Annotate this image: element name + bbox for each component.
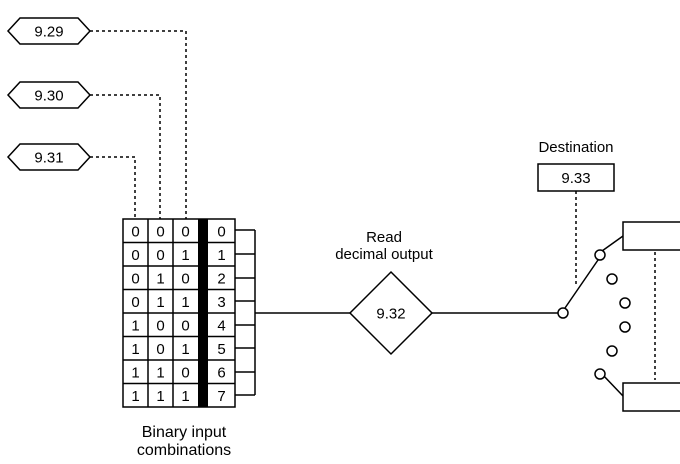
decimal-cell: 0	[217, 224, 225, 241]
input-connector-lines	[90, 30, 187, 219]
bit-cell: 1	[181, 294, 189, 311]
input-tag-9-29: 9.29	[6, 17, 92, 45]
bit-cell: 0	[131, 224, 139, 241]
decimal-cell: 4	[217, 318, 225, 335]
switch-contact	[594, 249, 606, 261]
table-row: 1 0 0 4	[131, 318, 225, 335]
bit-cell: 0	[181, 271, 189, 288]
bit-cell: 0	[131, 247, 139, 264]
bit-cell: 1	[131, 388, 139, 405]
bit-cell: 0	[131, 271, 139, 288]
bit-cell: 0	[156, 224, 164, 241]
bit-cell: 1	[181, 247, 189, 264]
switch-contacts	[557, 249, 631, 380]
table-row: 0 1 1 3	[131, 294, 225, 311]
decimal-cell: 1	[217, 247, 225, 264]
input-tag-9-31: 9.31	[6, 143, 92, 171]
input-tag-label: 9.30	[34, 88, 63, 105]
bit-cell: 0	[156, 341, 164, 358]
table-row: 0 1 0 2	[131, 271, 225, 288]
destination-param: 9.33	[561, 170, 590, 187]
bit-cell: 1	[181, 388, 189, 405]
table-caption-line1: Binary input	[142, 424, 227, 441]
bit-cell: 0	[181, 365, 189, 382]
bit-cell: 1	[156, 388, 164, 405]
read-label-line2: decimal output	[335, 246, 433, 263]
bit-cell: 1	[156, 365, 164, 382]
output-bracket	[235, 229, 256, 396]
switch-contact	[619, 321, 631, 333]
switch-contact	[619, 297, 631, 309]
bit-cell: 0	[181, 224, 189, 241]
table-row: 0 0 1 1	[131, 247, 225, 264]
destination-bar-bottom	[622, 382, 680, 412]
table-row: 1 0 1 5	[131, 341, 225, 358]
output-param: 9.32	[376, 306, 405, 323]
bit-cell: 1	[131, 318, 139, 335]
bit-cell: 0	[181, 318, 189, 335]
decimal-cell: 2	[217, 271, 225, 288]
input-tag-label: 9.31	[34, 150, 63, 167]
read-label-line1: Read	[366, 229, 402, 246]
switch-contact	[606, 345, 618, 357]
decimal-cell: 3	[217, 294, 225, 311]
binary-truth-table: 0 0 0 0 0 0 1 1 0 1 0 2 0 1 1 3 1 0	[122, 218, 236, 408]
selector-switch	[564, 235, 656, 397]
table-row: 1 1 1 7	[131, 388, 225, 405]
bit-cell: 1	[181, 341, 189, 358]
bit-cell: 0	[156, 247, 164, 264]
destination-bars	[622, 221, 680, 412]
bit-cell: 1	[131, 341, 139, 358]
output-diamond: 9.32	[348, 270, 434, 356]
decimal-cell: 5	[217, 341, 225, 358]
bit-cell: 1	[156, 294, 164, 311]
table-row: 1 1 0 6	[131, 365, 225, 382]
bit-cell: 1	[156, 271, 164, 288]
destination-bar-top	[622, 221, 680, 251]
switch-contact	[606, 273, 618, 285]
bit-cell: 1	[131, 365, 139, 382]
decimal-cell: 6	[217, 365, 225, 382]
table-row: 0 0 0 0	[131, 224, 225, 241]
input-tag-label: 9.29	[34, 24, 63, 41]
destination-box: 9.33	[537, 163, 615, 192]
decimal-cell: 7	[217, 388, 225, 405]
bit-cell: 0	[131, 294, 139, 311]
destination-label: Destination	[538, 139, 613, 156]
switch-pivot	[557, 307, 569, 319]
switch-contact	[594, 368, 606, 380]
bit-cell: 0	[156, 318, 164, 335]
input-tag-9-30: 9.30	[6, 81, 92, 109]
table-caption-line2: combinations	[137, 442, 231, 459]
